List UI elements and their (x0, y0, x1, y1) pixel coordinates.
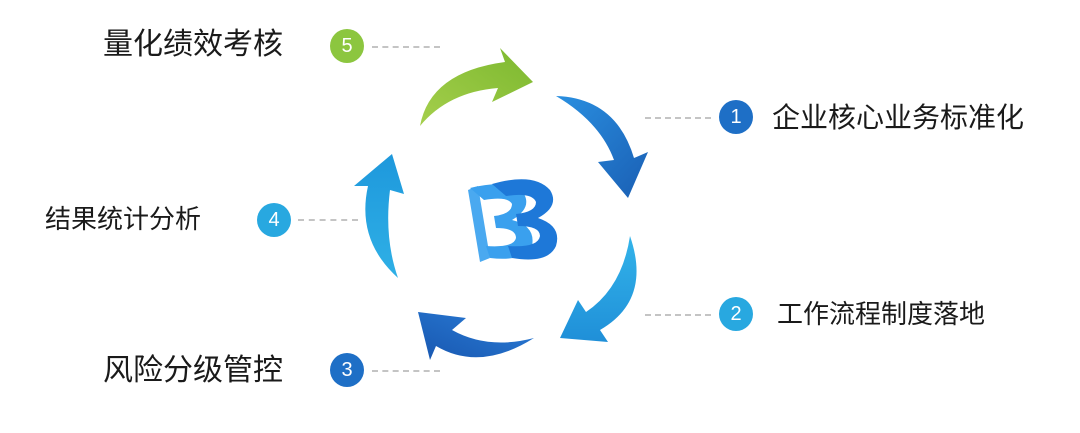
arrow-step-4 (354, 154, 404, 278)
step-5-connector (372, 46, 440, 48)
step-4-connector (298, 219, 358, 221)
step-5-badge: 5 (330, 29, 364, 63)
step-3-label: 风险分级管控 (103, 353, 283, 388)
step-1-badge: 1 (719, 100, 753, 134)
arrow-step-3 (418, 312, 534, 360)
arrow-step-5 (420, 48, 533, 126)
step-1-connector (645, 117, 711, 119)
step-2-connector (645, 314, 711, 316)
arrow-step-1 (556, 96, 648, 198)
arrow-step-2 (560, 236, 637, 342)
step-2-label: 工作流程制度落地 (777, 300, 986, 330)
step-3-connector (372, 370, 440, 372)
step-2-badge: 2 (719, 297, 753, 331)
step-3-badge: 3 (330, 353, 364, 387)
center-logo-icon (468, 179, 558, 262)
step-5-label: 量化绩效考核 (103, 27, 283, 62)
step-4-label: 结果统计分析 (45, 205, 202, 235)
step-1-label: 企业核心业务标准化 (772, 101, 1025, 134)
step-4-badge: 4 (257, 203, 291, 237)
